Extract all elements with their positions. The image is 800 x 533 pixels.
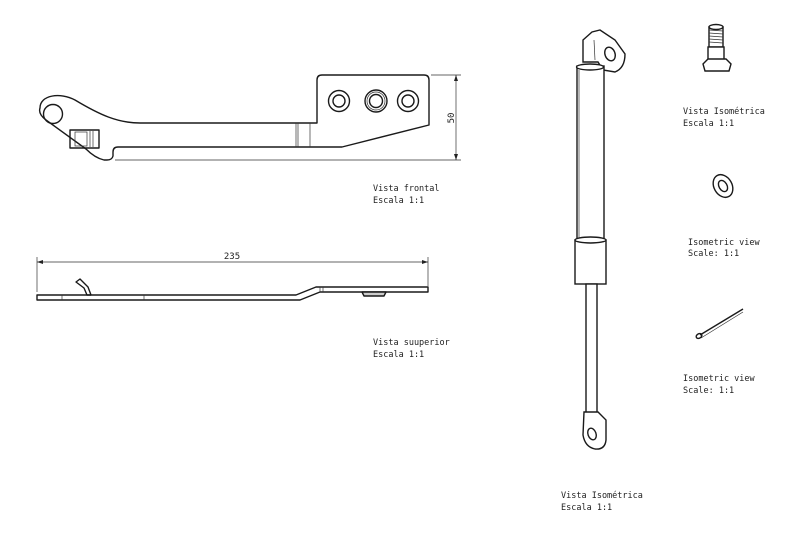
dimension-235-label: 235 — [224, 252, 240, 262]
front-view-lever — [38, 74, 430, 161]
gas-strut-title: Vista Isométrica — [561, 490, 643, 501]
gas-strut-isometric — [574, 29, 626, 450]
top-view-scale: Escala 1:1 — [373, 350, 424, 360]
washer-scale: Scale: 1:1 — [688, 249, 739, 259]
top-view-lever — [36, 278, 429, 301]
dimension-length: 235 — [36, 252, 429, 292]
cotter-pin-title: Isometric view — [683, 374, 756, 384]
gas-strut-scale: Escala 1:1 — [561, 503, 612, 513]
cotter-pin-isometric — [695, 308, 744, 340]
cotter-pin-scale: Scale: 1:1 — [683, 386, 734, 396]
dimension-50-label: 50 — [447, 113, 457, 124]
bolt-isometric — [702, 23, 732, 72]
top-view-title: Vista suuperior — [373, 338, 450, 348]
front-view-scale: Escala 1:1 — [373, 196, 424, 206]
bolt-scale: Escala 1:1 — [683, 119, 734, 129]
dimension-height: 50 — [115, 74, 461, 161]
washer-title: Isometric view — [688, 238, 761, 248]
bolt-title: Vista Isométrica — [683, 106, 765, 117]
washer-isometric — [712, 173, 734, 199]
front-view-title: Vista frontal — [373, 184, 440, 194]
